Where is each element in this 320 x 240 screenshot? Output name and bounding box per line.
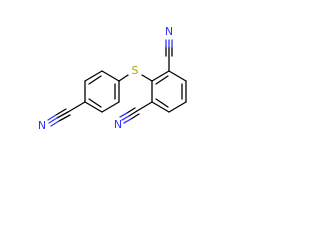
bond	[101, 101, 120, 113]
triple-bond-line	[50, 120, 60, 127]
triple-bond-line	[126, 107, 136, 114]
bond	[151, 101, 170, 113]
triple-bond-line	[123, 118, 132, 124]
triple-bond-line	[128, 110, 138, 117]
bond	[151, 70, 170, 82]
double-bond-inner	[155, 98, 169, 108]
nitrogen-atom-left: N	[38, 119, 46, 132]
bond	[67, 101, 86, 113]
triple-bond-line	[48, 117, 58, 124]
double-bond-inner	[88, 75, 102, 85]
bond	[136, 101, 153, 112]
double-bond-inner	[88, 98, 102, 108]
bottom-nitrile-triple-bond	[119, 107, 140, 124]
bond	[84, 101, 103, 113]
triple-bond-line	[58, 114, 71, 122]
triple-bond-line	[130, 113, 140, 120]
triple-bond-line	[55, 108, 67, 116]
bond	[168, 70, 187, 82]
left-nitrile-triple-bond	[47, 108, 71, 127]
molecule-structure: N S N N	[38, 25, 187, 132]
bond	[141, 74, 153, 82]
bond	[101, 70, 120, 82]
triple-bond-line	[121, 115, 130, 121]
nitrogen-atom-bottom-right: N	[114, 118, 122, 131]
bond	[168, 101, 187, 113]
right-benzene-ring	[151, 70, 187, 113]
triple-bond-line	[56, 111, 69, 119]
nitrogen-atom-top-right: N	[165, 25, 173, 38]
triple-bond-line	[119, 112, 128, 118]
left-benzene-ring	[84, 70, 120, 113]
bond	[84, 70, 103, 82]
top-nitrile-triple-bond	[165, 39, 173, 57]
triple-bond-line	[47, 114, 57, 121]
sulfur-atom: S	[132, 64, 139, 77]
double-bond-inner	[155, 75, 169, 85]
bond	[118, 74, 129, 82]
